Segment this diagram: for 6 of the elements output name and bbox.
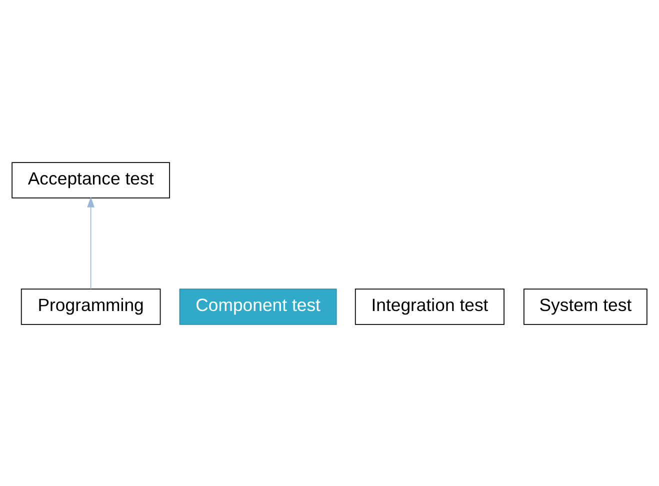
node-box: Component test bbox=[179, 288, 337, 324]
node-box: Programming bbox=[20, 288, 161, 324]
node-box: Integration test bbox=[354, 288, 504, 324]
node-box: Acceptance test bbox=[12, 162, 170, 198]
arrow bbox=[87, 196, 95, 289]
node-box: System test bbox=[524, 288, 648, 324]
